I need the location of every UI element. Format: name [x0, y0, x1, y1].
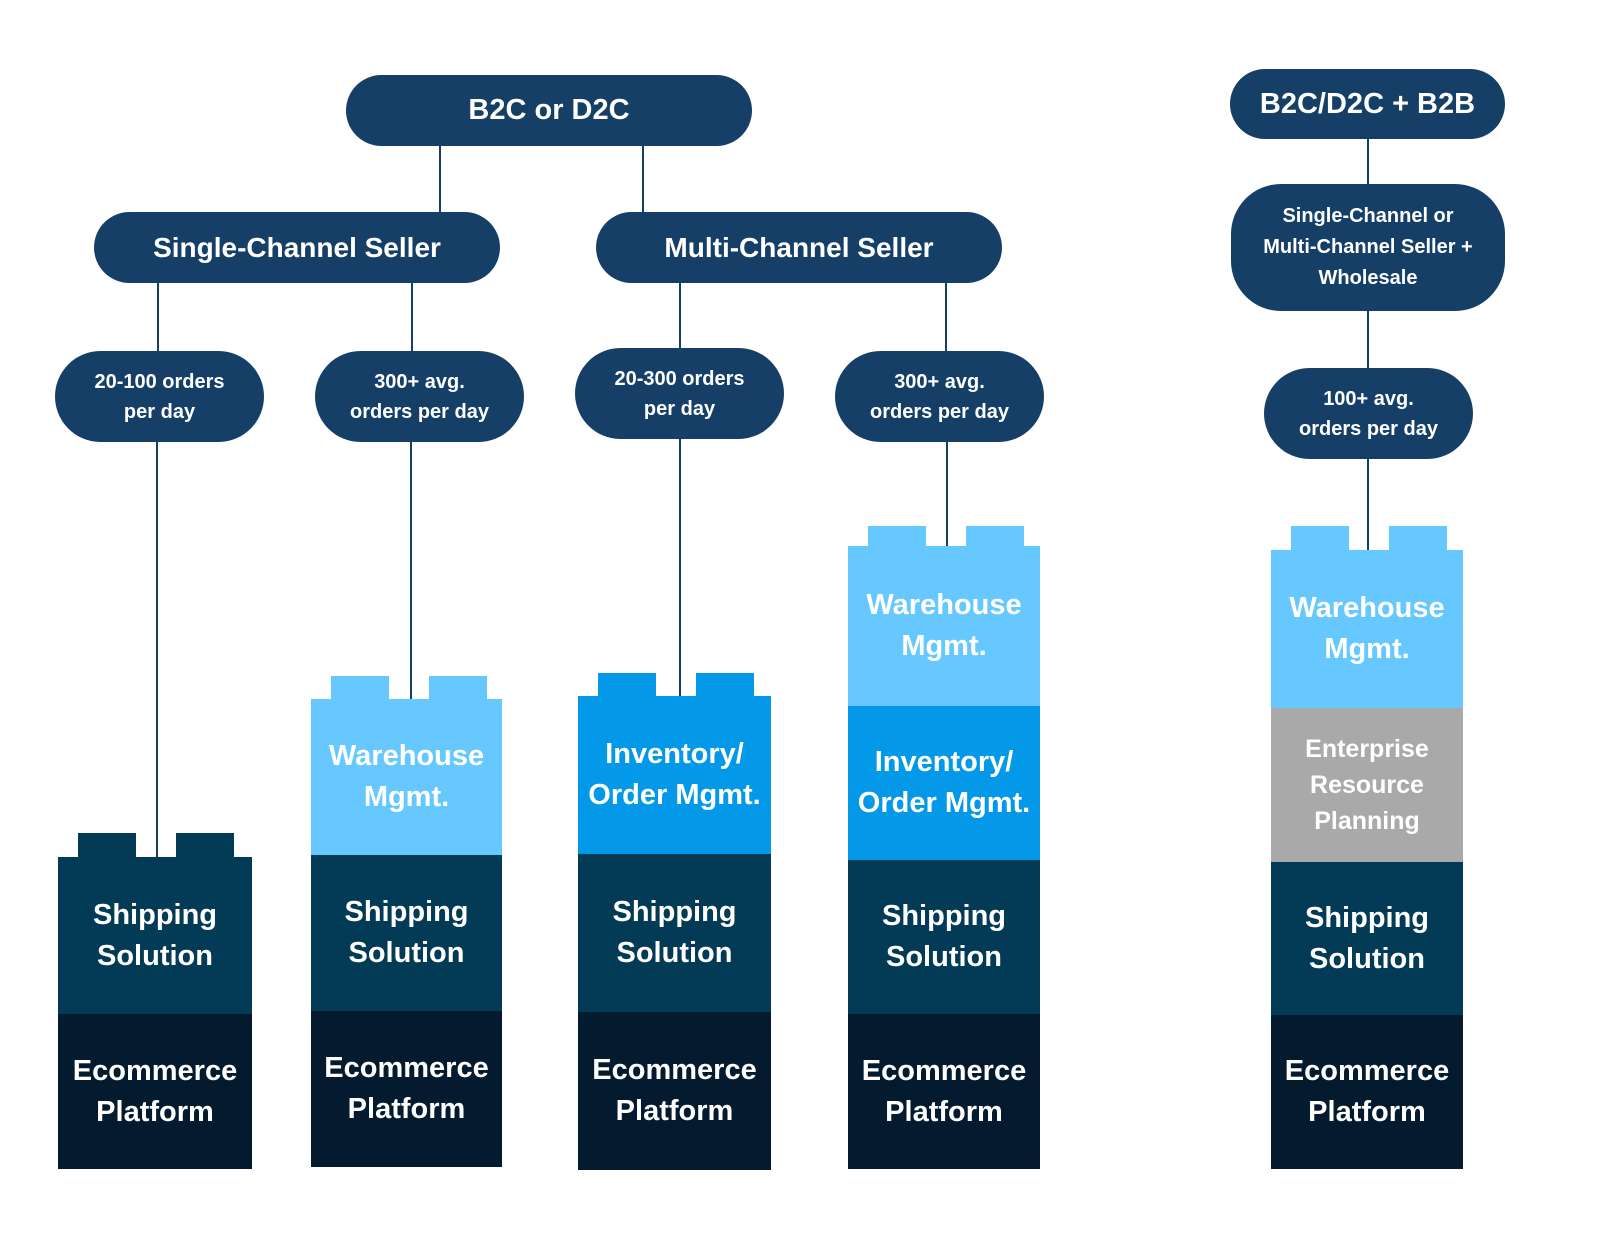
connector-line [1367, 456, 1369, 552]
block-ecommerce-platform: Ecommerce Platform [578, 1012, 771, 1170]
block-stud [176, 833, 234, 857]
block-stud [598, 673, 656, 697]
connector-line [156, 440, 158, 858]
connector-line [157, 282, 159, 354]
block-studs [1271, 526, 1463, 550]
connector-line [642, 146, 644, 214]
tech-stack-2: Warehouse Mgmt. Shipping Solution Ecomme… [311, 676, 502, 1167]
block-studs [311, 676, 502, 700]
block-studs [578, 673, 771, 697]
block-shipping-solution: Shipping Solution [311, 855, 502, 1011]
block-enterprise-resource-planning: Enterprise Resource Planning [1271, 708, 1463, 862]
block-studs [58, 833, 252, 857]
block-ecommerce-platform: Ecommerce Platform [311, 1011, 502, 1167]
volume-node: 20-300 orders per day [575, 348, 784, 439]
block-ecommerce-platform: Ecommerce Platform [848, 1014, 1040, 1169]
block-inventory-order-mgmt: Inventory/ Order Mgmt. [578, 696, 771, 854]
block-warehouse-mgmt: Warehouse Mgmt. [848, 546, 1040, 706]
block-stud [78, 833, 136, 857]
connector-line [411, 282, 413, 354]
volume-node: 20-100 orders per day [55, 351, 264, 442]
block-shipping-solution: Shipping Solution [848, 860, 1040, 1014]
seller-node-multi-channel: Multi-Channel Seller [596, 212, 1002, 283]
connector-line [946, 440, 948, 548]
tech-stack-5: Warehouse Mgmt. Enterprise Resource Plan… [1271, 526, 1463, 1169]
block-warehouse-mgmt: Warehouse Mgmt. [1271, 550, 1463, 708]
volume-node: 100+ avg. orders per day [1264, 368, 1473, 459]
block-warehouse-mgmt: Warehouse Mgmt. [311, 699, 502, 855]
connector-line [410, 440, 412, 700]
block-stud [1291, 526, 1349, 550]
tech-stack-4: Warehouse Mgmt. Inventory/ Order Mgmt. S… [848, 526, 1040, 1169]
connector-line [439, 146, 441, 214]
block-inventory-order-mgmt: Inventory/ Order Mgmt. [848, 706, 1040, 860]
block-shipping-solution: Shipping Solution [58, 857, 252, 1014]
block-shipping-solution: Shipping Solution [1271, 862, 1463, 1015]
seller-node-wholesale: Single-Channel or Multi-Channel Seller +… [1231, 184, 1505, 311]
block-stud [429, 676, 487, 700]
connector-line [679, 436, 681, 698]
root-node-b2c-d2c: B2C or D2C [346, 75, 752, 146]
connector-line [945, 282, 947, 354]
tech-stack-1: Shipping Solution Ecommerce Platform [58, 833, 252, 1169]
volume-node: 300+ avg. orders per day [835, 351, 1044, 442]
block-ecommerce-platform: Ecommerce Platform [1271, 1015, 1463, 1169]
block-stud [1389, 526, 1447, 550]
block-ecommerce-platform: Ecommerce Platform [58, 1014, 252, 1169]
seller-node-single-channel: Single-Channel Seller [94, 212, 500, 283]
block-shipping-solution: Shipping Solution [578, 854, 771, 1012]
connector-line [679, 282, 681, 352]
root-node-b2c-d2c-b2b: B2C/D2C + B2B [1230, 69, 1505, 139]
connector-line [1367, 138, 1369, 186]
block-stud [696, 673, 754, 697]
connector-line [1367, 310, 1369, 370]
block-stud [331, 676, 389, 700]
volume-node: 300+ avg. orders per day [315, 351, 524, 442]
tech-stack-3: Inventory/ Order Mgmt. Shipping Solution… [578, 673, 771, 1170]
